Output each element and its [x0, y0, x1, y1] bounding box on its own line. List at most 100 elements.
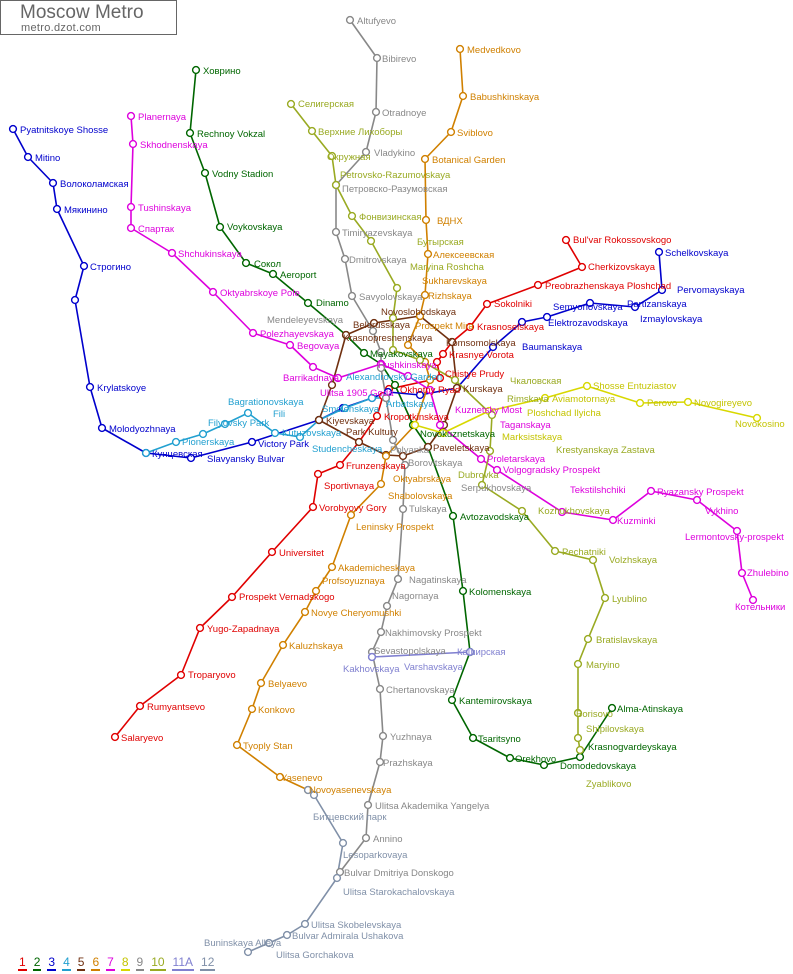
station-marker[interactable]: [361, 833, 371, 843]
station-marker[interactable]: [447, 695, 457, 705]
station-label[interactable]: Preobrazhenskaya Ploshchad: [545, 281, 671, 292]
station-marker[interactable]: [256, 678, 266, 688]
station-label[interactable]: Bibirevo: [382, 54, 416, 65]
legend-line-5[interactable]: 5: [76, 955, 86, 971]
station-label[interactable]: Domodedovskaya: [560, 761, 637, 772]
station-marker[interactable]: [186, 453, 196, 463]
station-label[interactable]: Babushkinskaya: [470, 92, 540, 103]
station-label[interactable]: Котельники: [735, 602, 785, 613]
station-marker[interactable]: [415, 311, 425, 321]
station-label[interactable]: Maryino: [586, 660, 620, 671]
station-marker[interactable]: [376, 347, 386, 357]
station-label[interactable]: Ulitsa 1905 Goda: [320, 388, 394, 399]
station-label[interactable]: Krestyanskaya Zastava: [556, 445, 655, 456]
station-marker[interactable]: [346, 510, 356, 520]
station-marker[interactable]: [300, 607, 310, 617]
station-label[interactable]: Ховрино: [203, 66, 241, 77]
station-label[interactable]: Polyanka: [390, 445, 430, 456]
station-label[interactable]: Konkovo: [258, 705, 295, 716]
station-marker[interactable]: [191, 65, 201, 75]
station-marker[interactable]: [381, 451, 391, 461]
station-marker[interactable]: [338, 838, 348, 848]
station-label[interactable]: Tushinskaya: [138, 203, 192, 214]
station-marker[interactable]: [241, 258, 251, 268]
station-label[interactable]: Ulitsa Gorchakova: [276, 950, 354, 961]
station-marker[interactable]: [476, 454, 486, 464]
station-marker[interactable]: [585, 298, 595, 308]
station-label[interactable]: Bratislavskaya: [596, 635, 658, 646]
station-marker[interactable]: [359, 348, 369, 358]
station-label[interactable]: Sokolniki: [494, 299, 532, 310]
station-marker[interactable]: [308, 362, 318, 372]
station-marker[interactable]: [295, 432, 305, 442]
station-label[interactable]: Алексеевская: [433, 250, 494, 261]
station-label[interactable]: Mitino: [35, 153, 60, 164]
legend-line-10[interactable]: 10: [150, 955, 166, 971]
station-label[interactable]: Baumanskaya: [522, 342, 583, 353]
station-marker[interactable]: [452, 383, 462, 393]
station-label[interactable]: Pyatnitskoye Shosse: [20, 125, 108, 136]
station-label[interactable]: Shchukinskaya: [178, 249, 243, 260]
station-marker[interactable]: [23, 152, 33, 162]
station-label[interactable]: Pionerskaya: [182, 437, 235, 448]
station-marker[interactable]: [608, 515, 618, 525]
station-marker[interactable]: [110, 732, 120, 742]
station-label[interactable]: Alexandrovsky Garden: [346, 372, 442, 383]
station-label[interactable]: Studencheskaya: [312, 444, 383, 455]
station-label[interactable]: Битцевский парк: [313, 812, 387, 823]
station-marker[interactable]: [309, 790, 319, 800]
station-marker[interactable]: [398, 451, 408, 461]
legend-line-9[interactable]: 9: [135, 955, 145, 971]
station-label[interactable]: Borovitskaya: [408, 458, 463, 469]
station-marker[interactable]: [561, 235, 571, 245]
station-marker[interactable]: [167, 248, 177, 258]
station-label[interactable]: Kakhovskaya: [343, 664, 400, 675]
station-label[interactable]: Izmaylovskaya: [640, 314, 703, 325]
legend-line-1[interactable]: 1: [18, 955, 27, 971]
station-marker[interactable]: [335, 460, 345, 470]
station-marker[interactable]: [421, 215, 431, 225]
station-marker[interactable]: [126, 111, 136, 121]
station-label[interactable]: Sportivnaya: [324, 481, 375, 492]
station-marker[interactable]: [393, 574, 403, 584]
station-label[interactable]: Krasnye Vorota: [449, 350, 515, 361]
station-marker[interactable]: [435, 420, 445, 430]
station-label[interactable]: Ulitsa Akademika Yangelya: [375, 801, 490, 812]
station-label[interactable]: Buninskaya Alleya: [204, 938, 282, 949]
station-marker[interactable]: [654, 247, 664, 257]
station-label[interactable]: Rimskaya: [507, 394, 549, 405]
station-marker[interactable]: [285, 340, 295, 350]
station-label[interactable]: Barrikadnaya: [283, 373, 340, 384]
station-marker[interactable]: [748, 595, 758, 605]
station-marker[interactable]: [577, 262, 587, 272]
station-label[interactable]: Kozhukhovskaya: [538, 506, 611, 517]
station-label[interactable]: Arbatskaya: [386, 399, 434, 410]
station-label[interactable]: Tyoply Stan: [243, 741, 293, 752]
station-label[interactable]: Kantemirovskaya: [459, 696, 533, 707]
station-marker[interactable]: [390, 380, 400, 390]
station-label[interactable]: Krylatskoye: [97, 383, 146, 394]
station-marker[interactable]: [468, 733, 478, 743]
station-label[interactable]: Serpukhovskaya: [461, 483, 532, 494]
station-label[interactable]: Slavyansky Bulvar: [207, 454, 285, 465]
station-marker[interactable]: [369, 318, 379, 328]
station-label[interactable]: Polezhayevskaya: [260, 329, 335, 340]
station-marker[interactable]: [539, 760, 549, 770]
station-marker[interactable]: [332, 873, 342, 883]
station-marker[interactable]: [70, 295, 80, 305]
station-label[interactable]: Krasnoselskaya: [477, 322, 545, 333]
station-marker[interactable]: [376, 627, 386, 637]
station-label[interactable]: Kropotkinskaya: [384, 412, 450, 423]
station-marker[interactable]: [126, 223, 136, 233]
station-label[interactable]: Volgogradsky Prospekt: [503, 465, 601, 476]
station-marker[interactable]: [382, 601, 392, 611]
station-marker[interactable]: [286, 99, 296, 109]
station-marker[interactable]: [79, 261, 89, 271]
station-marker[interactable]: [278, 640, 288, 650]
station-marker[interactable]: [573, 659, 583, 669]
station-label[interactable]: Universitet: [279, 548, 324, 559]
station-marker[interactable]: [388, 313, 398, 323]
station-label[interactable]: Fili: [273, 409, 285, 420]
station-label[interactable]: Leninsky Prospekt: [356, 522, 434, 533]
station-marker[interactable]: [582, 381, 592, 391]
